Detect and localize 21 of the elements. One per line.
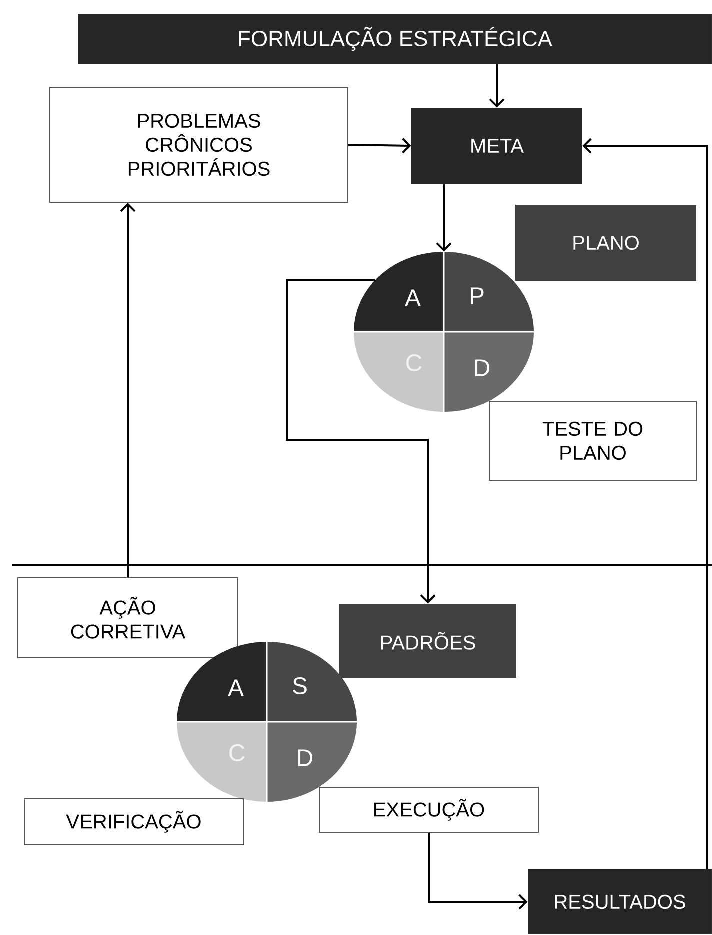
process-box: RESULTADOS (528, 870, 712, 934)
arrow (348, 138, 412, 154)
arrow (489, 64, 505, 108)
process-box: VERIFICAÇÃO (24, 798, 244, 846)
process-box: TESTE DO PLANO (489, 401, 697, 481)
process-box: META (412, 108, 582, 184)
arrow (286, 279, 436, 604)
node-label: D (298, 750, 313, 766)
title-bar: FORMULAÇÃO ESTRATÉGICA (78, 14, 712, 64)
node-label: S (293, 678, 307, 694)
arrow (582, 138, 708, 870)
node-label: P (470, 288, 484, 304)
process-box: PLANO (516, 205, 696, 281)
process-box: PROBLEMAS CRÔNICOS PRIORITÁRIOS (50, 87, 348, 203)
process-box: PADRÕES (340, 604, 516, 678)
node-label: A (405, 290, 421, 306)
arrow (120, 203, 136, 578)
arrow (428, 833, 528, 910)
arrow (436, 184, 452, 252)
process-box: AÇÃO CORRETIVA (18, 578, 238, 658)
process-box: EXECUÇÃO (319, 787, 539, 833)
